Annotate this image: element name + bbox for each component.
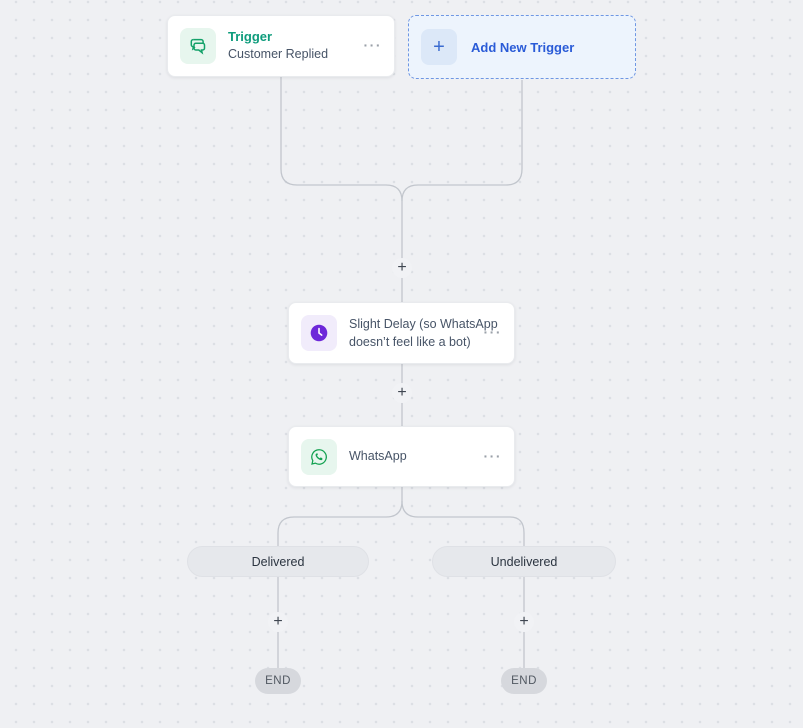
add-step-button[interactable]: + — [392, 383, 412, 403]
add-new-trigger-button[interactable]: + Add New Trigger — [408, 15, 636, 79]
whatsapp-icon — [301, 438, 337, 475]
trigger-node[interactable]: Trigger Customer Replied ··· — [167, 15, 395, 77]
branch-label-undelivered: Undelivered — [432, 546, 616, 577]
chat-bubbles-icon — [180, 28, 216, 64]
trigger-subtitle: Customer Replied — [228, 47, 329, 61]
delay-menu-icon[interactable]: ··· — [483, 324, 502, 341]
end-badge: END — [501, 668, 547, 694]
clock-icon — [301, 315, 337, 351]
branch-label-delivered: Delivered — [187, 546, 369, 577]
end-badge: END — [255, 668, 301, 694]
add-new-trigger-label: Add New Trigger — [471, 39, 575, 55]
delay-label: Slight Delay (so WhatsApp doesn’t feel l… — [349, 316, 498, 349]
trigger-menu-icon[interactable]: ··· — [363, 37, 382, 54]
whatsapp-menu-icon[interactable]: ··· — [483, 447, 502, 464]
whatsapp-node[interactable]: WhatsApp ··· — [288, 426, 515, 487]
plus-icon: + — [421, 29, 457, 65]
add-step-button[interactable]: + — [514, 612, 534, 632]
delay-node[interactable]: Slight Delay (so WhatsApp doesn’t feel l… — [288, 302, 515, 364]
add-step-button[interactable]: + — [392, 258, 412, 278]
add-step-button[interactable]: + — [268, 612, 288, 632]
whatsapp-label: WhatsApp — [349, 449, 407, 464]
trigger-title: Trigger — [228, 29, 273, 45]
